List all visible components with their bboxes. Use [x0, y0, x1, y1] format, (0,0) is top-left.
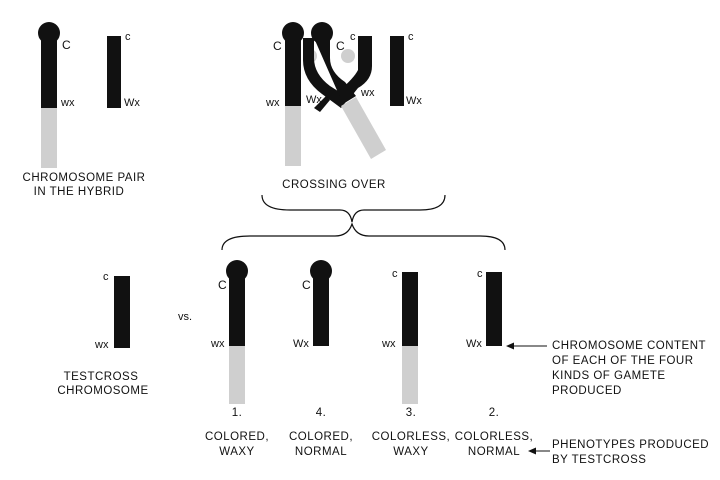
gene-label-c: c [350, 31, 356, 43]
hybrid-chromosome-pair: C wx c Wx CHROMOSOME PAIR IN THE HYBRID [23, 22, 146, 198]
chromatid-colored-segment [285, 38, 301, 106]
gene-label-wx: Wx [124, 97, 140, 109]
gene-label-wx: wx [94, 339, 109, 351]
testcross-chromosome-bar [114, 276, 130, 348]
phenotypes-annotation: PHENOTYPES PRODUCED BY TESTCROSS [528, 439, 709, 466]
gene-label-wx: Wx [293, 338, 309, 350]
gamete-content-annotation: CHROMOSOME CONTENT OF EACH OF THE FOUR K… [506, 340, 706, 397]
lower-brace [221, 222, 506, 251]
testcross-caption-line-1: TESTCROSS [64, 371, 139, 383]
gamete-colored-segment [313, 276, 329, 346]
gamete-3: c wx 3. COLORLESS, WAXY [372, 268, 451, 458]
chromosome-gray-segment [41, 108, 57, 168]
crossing-over-caption: CROSSING OVER [282, 179, 386, 191]
bent-chromatid [340, 36, 372, 98]
gene-label-c: C [302, 278, 311, 292]
gamete-colored-segment [486, 272, 502, 346]
chromatid-straight [390, 36, 404, 106]
hybrid-caption-line-1: CHROMOSOME PAIR [23, 172, 146, 184]
crossing-fragment [314, 96, 330, 112]
gamete-gray-segment [229, 346, 245, 404]
gene-label-c: C [62, 38, 71, 52]
phenotypes-line-2: BY TESTCROSS [552, 454, 646, 466]
gamete-colored-segment [402, 272, 418, 346]
arrow-head-icon [528, 447, 536, 455]
arrow-head-icon [506, 342, 514, 350]
phenotype-line-2: NORMAL [295, 446, 347, 458]
gene-label-c: c [103, 271, 109, 283]
centromere-dot [341, 49, 355, 63]
hybrid-caption-line-2: IN THE HYBRID [34, 186, 125, 198]
phenotype-line-1: COLORED, [205, 431, 269, 443]
gene-label-wx: wx [210, 338, 225, 350]
versus-label: vs. [178, 311, 192, 323]
testcross-chromosome: c wx TESTCROSS CHROMOSOME [57, 271, 148, 397]
phenotype-line-1: COLORED, [289, 431, 353, 443]
gene-label-c: c [408, 31, 414, 43]
crossing-chromatid-gray [341, 97, 386, 159]
gene-label-c: C [273, 39, 282, 53]
phenotype-line-2: WAXY [219, 446, 254, 458]
gene-label-wx: wx [60, 97, 75, 109]
gene-label-wx: wx [360, 87, 375, 99]
gene-label-c: C [336, 39, 345, 53]
phenotype-line-1: COLORLESS, [455, 431, 534, 443]
gene-label-wx: wx [381, 338, 396, 350]
gamete-content-line-4: PRODUCED [552, 385, 622, 397]
gamete-number: 2. [489, 407, 500, 419]
gamete-number: 4. [316, 407, 327, 419]
crossing-over-figure: C wx C Wx c wx c Wx CROSSING OVER [265, 22, 422, 191]
chromosome-colored-segment [41, 38, 57, 108]
gamete-1: C wx 1. COLORED, WAXY [205, 260, 269, 458]
gamete-4: C Wx 4. COLORED, NORMAL [289, 260, 353, 458]
phenotype-line-1: COLORLESS, [372, 431, 451, 443]
gamete-colored-segment [229, 276, 245, 346]
gamete-number: 1. [232, 407, 243, 419]
homolog-chromosome [107, 36, 121, 108]
gene-label-c: c [477, 268, 483, 280]
gene-label-wx: Wx [306, 94, 322, 106]
gene-label-c: c [392, 268, 398, 280]
phenotype-line-2: WAXY [393, 446, 428, 458]
upper-brace [261, 194, 446, 223]
gamete-content-line-2: OF EACH OF THE FOUR [552, 355, 694, 367]
gene-label-wx: Wx [466, 338, 482, 350]
gene-label-wx: wx [265, 97, 280, 109]
gene-label-c: C [218, 278, 227, 292]
gamete-number: 3. [406, 407, 417, 419]
gamete-content-line-3: KINDS OF GAMETE [552, 370, 666, 382]
gene-label-wx: Wx [406, 95, 422, 107]
gamete-2: c Wx 2. COLORLESS, NORMAL [455, 268, 534, 458]
phenotype-line-2: NORMAL [468, 446, 520, 458]
phenotypes-line-1: PHENOTYPES PRODUCED [552, 439, 709, 451]
chromatid-gray-segment [285, 106, 301, 166]
gamete-gray-segment [402, 346, 418, 404]
gamete-content-line-1: CHROMOSOME CONTENT [552, 340, 706, 352]
gene-label-c: c [125, 31, 131, 43]
testcross-caption-line-2: CHROMOSOME [57, 385, 148, 397]
